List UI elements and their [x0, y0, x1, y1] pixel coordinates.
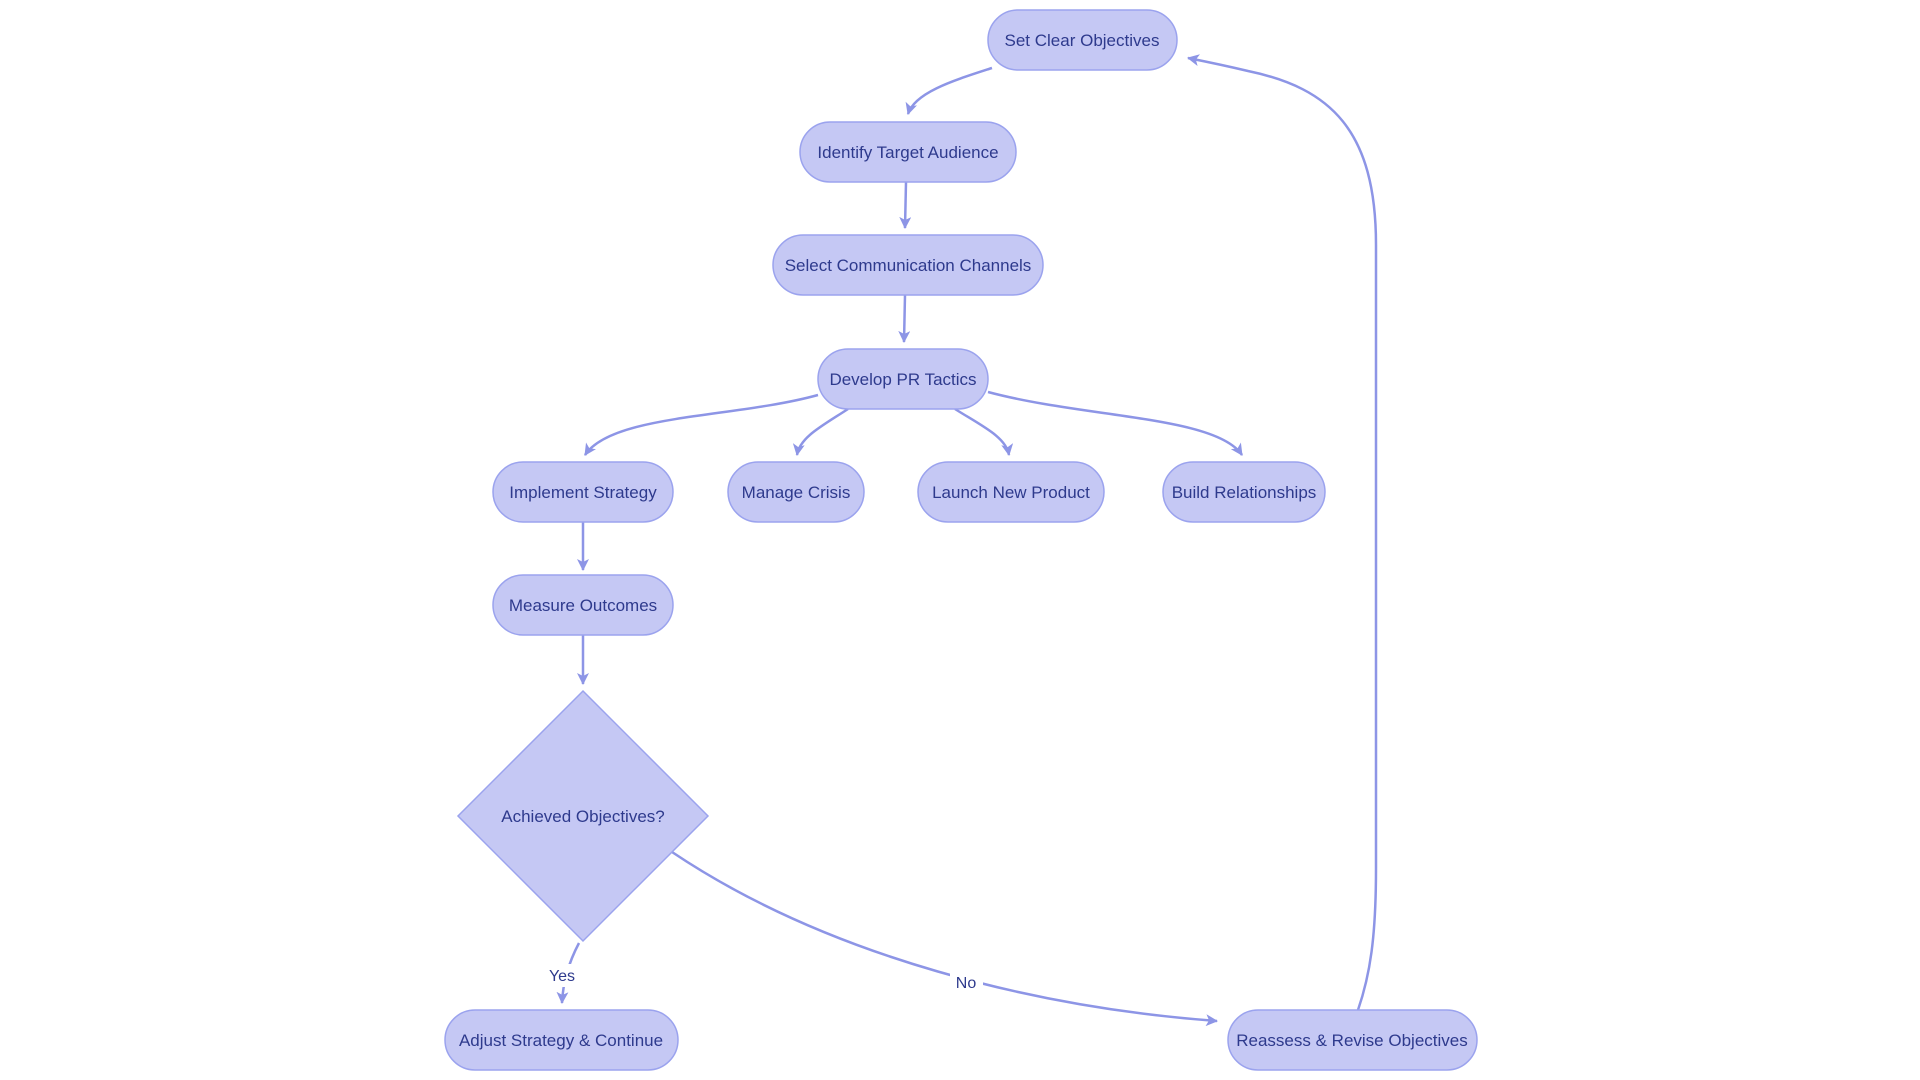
pill-measure-outcomes: [492, 574, 674, 636]
label-measure-outcomes: Measure Outcomes: [509, 596, 657, 615]
edge-set-clear-objectives-to-identify-target-audience: [905, 66, 993, 115]
node-launch-new-product: Launch New Product: [917, 461, 1105, 523]
edge-develop-pr-tactics-to-build-relationships: [987, 390, 1244, 456]
label-set-clear-objectives: Set Clear Objectives: [1005, 31, 1160, 50]
pill-implement-strategy: [492, 461, 674, 523]
label-implement-strategy: Implement Strategy: [509, 483, 657, 502]
edge-identify-target-audience-to-select-communication-channels: [899, 181, 912, 229]
pill-build-relationships: [1162, 461, 1326, 523]
edge-label-bg: [950, 971, 983, 994]
node-set-clear-objectives: Set Clear Objectives: [987, 9, 1178, 71]
pill-manage-crisis: [727, 461, 865, 523]
node-reassess-revise-objectives: Reassess & Revise Objectives: [1227, 1009, 1478, 1071]
label-build-relationships: Build Relationships: [1172, 483, 1317, 502]
label-reassess-revise-objectives: Reassess & Revise Objectives: [1236, 1031, 1467, 1050]
label-launch-new-product: Launch New Product: [932, 483, 1090, 502]
pill-select-communication-channels: [772, 234, 1044, 296]
edge-develop-pr-tactics-to-manage-crisis: [792, 407, 849, 456]
label-manage-crisis: Manage Crisis: [742, 483, 851, 502]
label-adjust-strategy-continue: Adjust Strategy & Continue: [459, 1031, 663, 1050]
edge-label-yes-text: Yes: [549, 968, 575, 985]
pill-launch-new-product: [917, 461, 1105, 523]
edge-reassess-revise-objectives-to-set-clear-objectives: [1187, 54, 1378, 1011]
edge-label-no: No: [950, 971, 983, 994]
node-identify-target-audience: Identify Target Audience: [799, 121, 1017, 183]
node-adjust-strategy-continue: Adjust Strategy & Continue: [444, 1009, 679, 1071]
edge-label-bg: [543, 964, 581, 987]
diamond-achieved-objectives: [456, 689, 710, 943]
node-develop-pr-tactics: Develop PR Tactics: [817, 348, 989, 410]
edge-label-no-text: No: [956, 975, 977, 992]
node-build-relationships: Build Relationships: [1162, 461, 1326, 523]
label-identify-target-audience: Identify Target Audience: [817, 143, 998, 162]
edges: [556, 54, 1378, 1027]
edge-achieved-objectives-to-reassess-revise-objectives: [671, 850, 1218, 1027]
node-select-communication-channels: Select Communication Channels: [772, 234, 1044, 296]
edge-label-yes: Yes: [543, 964, 581, 987]
pill-reassess-revise-objectives: [1227, 1009, 1478, 1071]
node-implement-strategy: Implement Strategy: [492, 461, 674, 523]
edge-select-communication-channels-to-develop-pr-tactics: [898, 294, 911, 343]
pill-adjust-strategy-continue: [444, 1009, 679, 1071]
node-measure-outcomes: Measure Outcomes: [492, 574, 674, 636]
label-develop-pr-tactics: Develop PR Tactics: [829, 370, 976, 389]
pill-set-clear-objectives: [987, 9, 1178, 71]
node-manage-crisis: Manage Crisis: [727, 461, 865, 523]
pill-develop-pr-tactics: [817, 348, 989, 410]
label-achieved-objectives: Achieved Objectives?: [501, 807, 664, 826]
edge-develop-pr-tactics-to-implement-strategy: [583, 393, 819, 456]
edge-develop-pr-tactics-to-launch-new-product: [954, 407, 1014, 456]
pill-identify-target-audience: [799, 121, 1017, 183]
node-achieved-objectives: Achieved Objectives?: [456, 689, 710, 943]
label-select-communication-channels: Select Communication Channels: [785, 256, 1032, 275]
